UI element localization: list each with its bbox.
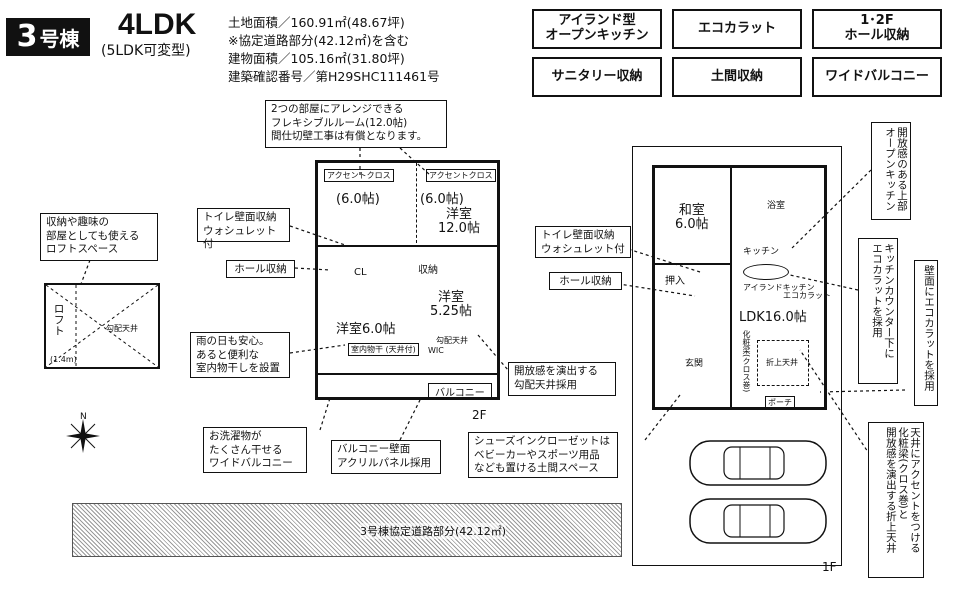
oshiire-label: 押入	[665, 276, 685, 287]
floor-label-2f: 2F	[472, 408, 487, 422]
note-open-kitchen: 開放感のある上部 オープンキッチン	[871, 122, 911, 220]
accent-cloth-1: アクセントクロス	[324, 169, 394, 182]
note-toilet-2f: トイレ壁面収納 ウォシュレット付	[197, 208, 290, 250]
note-hall-1f: ホール収納	[549, 272, 622, 290]
feature-earthen-storage: 土間収納	[672, 57, 802, 97]
wic-label: WIC	[428, 346, 444, 355]
floor-plan-2f: アクセントクロス アクセントクロス (6.0帖) (6.0帖) 洋室 12.0帖…	[315, 160, 500, 400]
partition-line	[416, 163, 417, 243]
feature-hall-storage: 1･2F ホール収納	[812, 9, 942, 49]
oriage-ceiling: 折上天井	[757, 340, 809, 386]
agreement-road	[72, 503, 622, 557]
note-wall-ecocarat: 壁面にエコカラットを採用	[914, 260, 938, 406]
badge-text: 号棟	[39, 26, 80, 51]
note-indoor-drying: 雨の日も安心。 あると便利な 室内物干しを設置	[190, 332, 290, 378]
plan-type: 4LDK	[118, 8, 197, 41]
spec-permit-number: 建築確認番号／第H29SHC111461号	[228, 69, 440, 84]
feature-wide-balcony: ワイドバルコニー	[812, 57, 942, 97]
floor-label-1f: 1F	[822, 560, 837, 574]
loft-plan: ロフト 勾配天井 (1.4m)	[44, 283, 160, 369]
loft-cross	[46, 285, 158, 367]
spec-land-area: 土地面積／160.91㎡(48.67坪)	[228, 15, 405, 30]
car-icon-2	[689, 498, 827, 544]
note-slope-ceiling: 開放感を演出する 勾配天井採用	[508, 362, 616, 396]
note-toilet-1f: トイレ壁面収納 ウォシュレット付	[535, 226, 631, 258]
bath-label: 浴室	[767, 201, 786, 211]
loft-label: ロフト	[52, 303, 66, 336]
note-kitchen-ecocarat: キッチンカウンター下に エコカラットを採用	[858, 238, 898, 384]
oriage-label: 折上天井	[766, 358, 798, 367]
note-loft: 収納や趣味の 部屋としても使える ロフトスペース	[40, 213, 158, 261]
building-number-badge: 3 号棟	[6, 18, 90, 56]
western-room-12: 洋室 12.0帖	[438, 207, 480, 237]
island-kitchen-label: アイランドキッチン	[743, 283, 815, 292]
slope-ceiling-label: 勾配天井	[436, 336, 468, 345]
accent-cloth-2: アクセントクロス	[426, 169, 496, 182]
loft-height: (1.4m)	[50, 355, 77, 364]
wall-1f-h1	[655, 263, 730, 265]
storage-2f: 収納	[418, 265, 438, 276]
floor-plan-1f: 和室 6.0帖 押入 浴室 キッチン アイランドキッチン エコカラット LDK1…	[652, 165, 831, 410]
indoor-dry-label: 室内物干 (天井付)	[348, 343, 419, 356]
room-b: (6.0帖)	[420, 192, 464, 207]
wall-1f-v1	[730, 168, 732, 408]
wall-h1	[318, 245, 498, 247]
car-icon-1	[689, 440, 827, 486]
note-flexible-room: 2つの部屋にアレンジできる フレキシブルルーム(12.0帖) 間仕切壁工事は有償…	[265, 100, 447, 148]
western-room-6: 洋室6.0帖	[336, 322, 396, 337]
beam-label: 化粧梁(クロス巻)	[742, 330, 751, 393]
feature-sanitary-storage: サニタリー収納	[532, 57, 662, 97]
island-kitchen-counter	[743, 264, 789, 280]
note-hall-2f: ホール収納	[226, 260, 295, 278]
kitchen-label: キッチン	[743, 247, 780, 257]
wall-h2	[318, 373, 498, 375]
road-label: 3号棟協定道路部分(42.12㎡)	[360, 523, 507, 539]
note-ceiling-beam: 天井にアクセントをつける 化粧梁(クロス巻)と 開放感を演出する折上天井	[868, 422, 924, 578]
feature-ecocarat: エコカラット	[672, 9, 802, 49]
western-room-525: 洋室 5.25帖	[430, 290, 472, 320]
compass-icon	[66, 419, 100, 453]
ecocarat-label: エコカラット	[783, 291, 831, 300]
note-wide-balcony: お洗濯物が たくさん干せる ワイドバルコニー	[203, 427, 307, 473]
loft-slope: 勾配天井	[106, 324, 138, 333]
note-shoes-closet: シューズインクローゼットは ベビーカーやスポーツ用品 なども置ける土間スペース	[468, 432, 618, 478]
site-boundary	[632, 146, 842, 566]
ldk-label: LDK16.0帖	[739, 310, 807, 325]
note-balcony-panel: バルコニー壁面 アクリルパネル採用	[331, 440, 441, 474]
plan-variant: (5LDK可変型)	[101, 43, 191, 59]
genkan-label: 玄関	[685, 359, 704, 369]
room-a: (6.0帖)	[336, 192, 380, 207]
spec-building-area: 建物面積／105.16㎡(31.80坪)	[228, 51, 405, 66]
compass-north: N	[80, 412, 87, 422]
porch-label: ポーチ	[765, 396, 795, 409]
balcony-label: バルコニー	[428, 383, 492, 400]
feature-island-kitchen: アイランド型 オープンキッチン	[532, 9, 662, 49]
badge-number: 3	[16, 19, 38, 54]
spec-road-note: ※協定道路部分(42.12㎡)を含む	[228, 33, 410, 48]
closet-2f: CL	[354, 267, 367, 278]
japanese-room: 和室 6.0帖	[675, 203, 709, 233]
